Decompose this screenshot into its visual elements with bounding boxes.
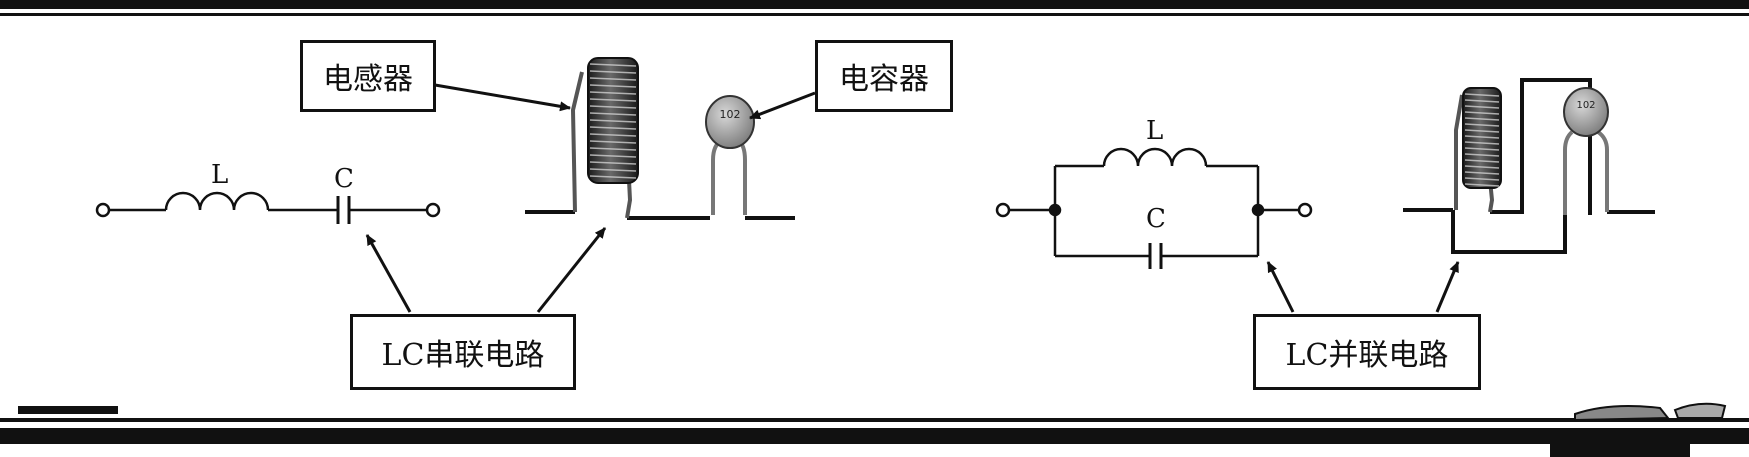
capacitor-disc: 102	[1563, 87, 1609, 215]
coil-winding	[1464, 159, 1500, 163]
parallel-arrows	[1266, 261, 1460, 313]
arrow-series-to-photo	[536, 227, 607, 313]
coil-winding	[589, 154, 637, 158]
capacitor-disc: 102	[705, 95, 755, 215]
label-parallel-circuit: LC并联电路	[1253, 314, 1481, 390]
label-capacitor: 电容器	[815, 40, 953, 112]
coil-winding	[1464, 171, 1500, 175]
terminal-left	[995, 202, 1011, 218]
coil-winding	[1464, 141, 1500, 145]
parallel-capacitor-symbol-label: C	[1146, 204, 1166, 234]
coil-winding	[1464, 153, 1500, 157]
coil-winding	[1464, 117, 1500, 121]
coil-winding	[589, 77, 637, 81]
series-inductor-symbol-label: L	[211, 160, 229, 190]
coil-winding	[589, 98, 637, 102]
coil-winding	[589, 91, 637, 95]
coil-winding	[589, 161, 637, 165]
series-capacitor-symbol-label: C	[334, 164, 354, 194]
label-inductor: 电感器	[300, 40, 436, 112]
coil-winding	[589, 147, 637, 151]
arrow-series-to-schematic	[365, 234, 412, 313]
coil-winding	[589, 175, 637, 179]
terminal-right	[425, 202, 441, 218]
coil-winding	[1464, 129, 1500, 133]
inductor-symbol	[164, 191, 270, 211]
parallel-lc-photo: 102	[1403, 78, 1655, 254]
label-series-circuit-text: LC串联电路	[381, 338, 545, 373]
bottom-border	[0, 402, 1749, 457]
coil-winding	[1464, 165, 1500, 169]
coil-winding	[589, 84, 637, 88]
coil-winding	[589, 126, 637, 130]
coil-winding	[589, 168, 637, 172]
arrow-parallel-to-schematic	[1266, 261, 1295, 313]
label-series-circuit: LC串联电路	[350, 314, 576, 390]
coil-winding	[589, 63, 637, 67]
terminal-right	[1297, 202, 1313, 218]
arrow-to-inductor	[434, 83, 571, 112]
label-inductor-text: 电感器	[323, 62, 413, 97]
label-parallel-circuit-text: LC并联电路	[1285, 338, 1449, 373]
inductor-symbol	[1102, 147, 1208, 167]
coil-winding	[1464, 183, 1500, 187]
coil-winding	[589, 133, 637, 137]
coil-winding	[589, 70, 637, 74]
terminal-left	[95, 202, 111, 218]
coil-winding	[1464, 177, 1500, 181]
coil-winding	[589, 119, 637, 123]
capacitor-code: 102	[1576, 100, 1595, 111]
coil-winding	[1464, 93, 1500, 97]
capacitor-code: 102	[720, 108, 741, 121]
coil-winding	[1464, 135, 1500, 139]
coil-winding	[589, 105, 637, 109]
series-lc-photo: 102	[525, 57, 795, 220]
parallel-inductor-symbol-label: L	[1146, 116, 1164, 146]
parallel-lc-schematic	[995, 147, 1313, 269]
top-border	[0, 0, 1749, 16]
coil-winding	[1464, 111, 1500, 115]
series-arrows	[365, 83, 816, 313]
coil-winding	[1464, 99, 1500, 103]
arrow-to-capacitor	[749, 91, 816, 120]
arrow-parallel-to-photo	[1435, 261, 1460, 313]
coil-winding	[1464, 105, 1500, 109]
coil-winding	[589, 140, 637, 144]
series-lc-schematic	[95, 191, 441, 224]
coil-winding	[589, 112, 637, 116]
coil-winding	[1464, 123, 1500, 127]
coil-winding	[1464, 147, 1500, 151]
label-capacitor-text: 电容器	[839, 62, 929, 97]
